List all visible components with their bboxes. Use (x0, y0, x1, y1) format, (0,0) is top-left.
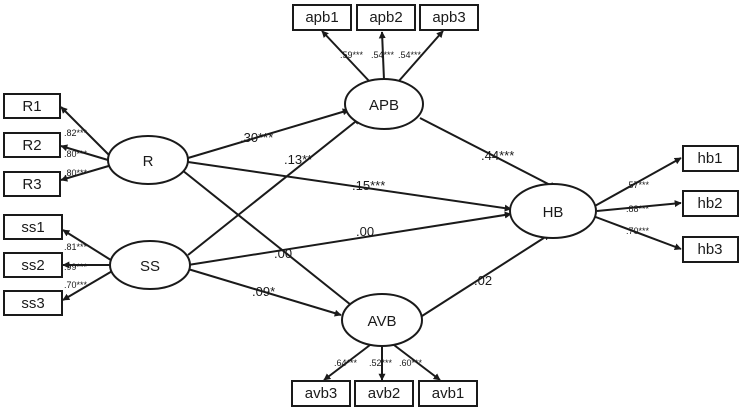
path-label-avb-hb: .02 (474, 273, 492, 288)
loading-label-hb1: .57*** (626, 180, 650, 190)
indicator-r1: R1 (3, 93, 61, 119)
loading-label-apb1: .59*** (340, 50, 364, 60)
indicator-r2-label: R2 (22, 137, 41, 154)
indicator-ss3-label: ss3 (21, 295, 44, 312)
path-label-apb-hb: .44*** (481, 148, 514, 163)
indicator-avb1-label: avb1 (432, 385, 465, 402)
indicator-ss1: ss1 (3, 214, 63, 240)
loading-label-avb1: .60*** (399, 358, 423, 368)
edge-hb-hb1 (592, 157, 682, 208)
construct-hb-label: HB (543, 204, 564, 221)
loading-label-ss1: .81*** (64, 242, 88, 252)
indicator-r1-label: R1 (22, 98, 41, 115)
indicator-avb2-label: avb2 (368, 385, 401, 402)
construct-apb: APB (344, 78, 424, 130)
edge-avb-avb3 (323, 344, 371, 381)
loading-label-r2: .80*** (64, 149, 88, 159)
indicator-ss2-label: ss2 (21, 257, 44, 274)
edge-ss-ss3 (62, 269, 115, 301)
loading-label-apb2: .54*** (371, 50, 395, 60)
edge-ss-ss1 (62, 229, 115, 263)
path-label-r-avb: .00 (274, 246, 292, 261)
indicator-avb3: avb3 (291, 380, 351, 407)
indicator-avb2: avb2 (354, 380, 414, 407)
indicator-apb3: apb3 (419, 4, 479, 31)
construct-avb-label: AVB (368, 313, 397, 330)
indicator-hb2-label: hb2 (697, 195, 722, 212)
edge-hb-hb3 (592, 215, 682, 251)
edge-avb-hb (421, 233, 551, 317)
edge-r-r3 (60, 164, 113, 182)
indicator-avb3-label: avb3 (305, 385, 338, 402)
edge-ss-hb (187, 211, 512, 266)
path-label-ss-avb: .09* (252, 284, 275, 299)
edge-ss-apb (187, 117, 361, 256)
indicator-hb3-label: hb3 (697, 241, 722, 258)
indicator-ss3: ss3 (3, 290, 63, 316)
edge-apb-apb2 (378, 31, 386, 81)
construct-apb-label: APB (369, 97, 399, 114)
edge-apb-apb3 (397, 30, 444, 83)
edge-r-avb (181, 169, 357, 310)
construct-hb: HB (509, 183, 597, 239)
edge-r-hb (187, 161, 512, 212)
construct-ss: SS (109, 240, 191, 290)
loading-label-r1: .82*** (64, 128, 88, 138)
indicator-apb1: apb1 (292, 4, 352, 31)
edge-hb-hb2 (596, 200, 682, 212)
edge-r-r1 (60, 106, 113, 159)
construct-r-label: R (143, 153, 154, 170)
edge-r-r2 (60, 144, 109, 161)
path-label-r-apb: .30*** (240, 130, 273, 145)
edge-avb-avb1 (393, 344, 441, 381)
indicator-ss1-label: ss1 (21, 219, 44, 236)
indicator-avb1: avb1 (418, 380, 478, 407)
indicator-hb2: hb2 (682, 190, 739, 217)
construct-r: R (107, 135, 189, 185)
loading-label-hb3: .70*** (626, 226, 650, 236)
path-label-ss-hb: .00 (356, 224, 374, 239)
loading-label-ss2: .99*** (64, 262, 88, 272)
edge-r-apb (187, 108, 350, 159)
indicator-hb1-label: hb1 (697, 150, 722, 167)
edge-apb-apb1 (321, 30, 371, 83)
loading-label-hb2: .88*** (626, 204, 650, 214)
indicator-apb2-label: apb2 (369, 9, 402, 26)
loading-label-avb2: .52*** (369, 358, 393, 368)
loading-label-r3: .80*** (64, 168, 88, 178)
indicator-hb3: hb3 (682, 236, 739, 263)
loading-label-avb3: .64*** (334, 358, 358, 368)
indicator-apb2: apb2 (356, 4, 416, 31)
indicator-r3-label: R3 (22, 176, 41, 193)
path-label-r-hb: .15*** (352, 178, 385, 193)
loading-label-ss3: .70*** (64, 280, 88, 290)
indicator-r2: R2 (3, 132, 61, 158)
path-label-ss-apb: .13** (284, 152, 312, 167)
edge-ss-avb (187, 268, 342, 317)
loading-label-apb3: .54*** (398, 50, 422, 60)
indicator-r3: R3 (3, 171, 61, 197)
construct-ss-label: SS (140, 258, 160, 275)
edge-apb-hb (419, 117, 557, 189)
indicator-apb3-label: apb3 (432, 9, 465, 26)
indicator-hb1: hb1 (682, 145, 739, 172)
construct-avb: AVB (341, 293, 423, 347)
indicator-apb1-label: apb1 (305, 9, 338, 26)
indicator-ss2: ss2 (3, 252, 63, 278)
